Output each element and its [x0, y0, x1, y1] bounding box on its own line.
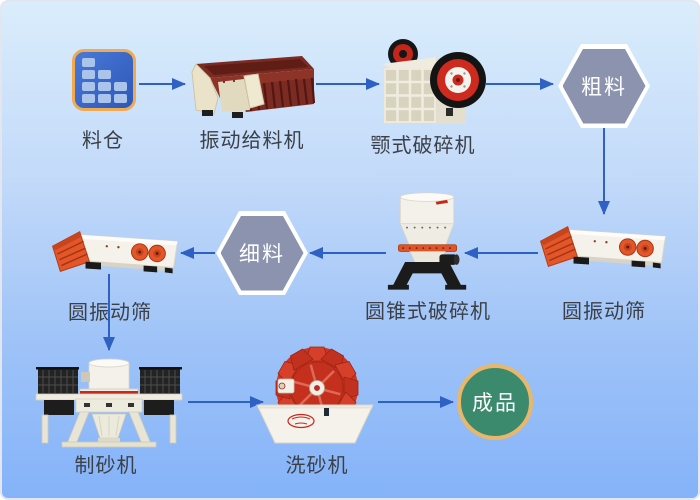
cone-crusher-label: 圆锥式破碎机 [365, 301, 491, 323]
final-product-badge: 成品 [457, 364, 533, 440]
jaw-crusher-image [382, 39, 486, 124]
cone-crusher-image [387, 192, 467, 290]
coarse-material-label: 粗料 [581, 76, 627, 99]
coarse-material-hexagon: 粗料 [558, 44, 650, 128]
vibrating-screen-right-image [540, 226, 667, 269]
vibrating-screen-left-label: 圆振动筛 [68, 302, 152, 324]
sand-maker-image [35, 358, 183, 448]
vibrating-feeder-label: 振动给料机 [199, 130, 305, 152]
fine-material-hexagon: 细料 [216, 211, 308, 295]
silo-icon [72, 49, 136, 111]
final-product-label: 成品 [472, 392, 518, 415]
vibrating-screen-right-label: 圆振动筛 [562, 301, 646, 323]
vibrating-screen-left-image [52, 231, 179, 274]
silo-label: 料仓 [82, 130, 124, 152]
fine-material-label: 细料 [239, 243, 285, 266]
sand-washer-label: 洗砂机 [285, 455, 349, 477]
vibrating-feeder-image [191, 56, 316, 118]
sand-washer-image [256, 346, 374, 444]
sand-maker-label: 制砂机 [74, 455, 138, 477]
jaw-crusher-label: 颚式破碎机 [370, 135, 476, 157]
